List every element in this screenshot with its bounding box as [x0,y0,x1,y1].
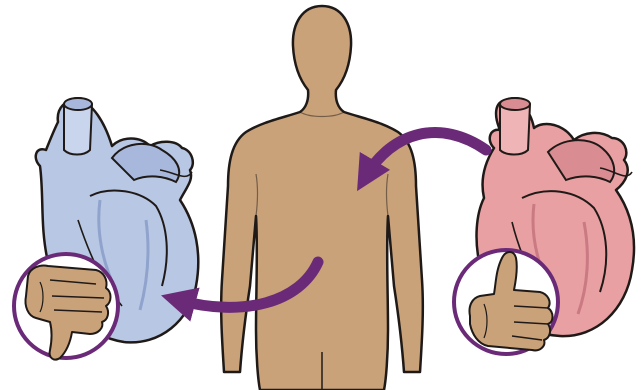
thumbs-up-badge [454,250,558,354]
thumbs-down-badge [14,254,118,360]
human-body [221,6,423,390]
